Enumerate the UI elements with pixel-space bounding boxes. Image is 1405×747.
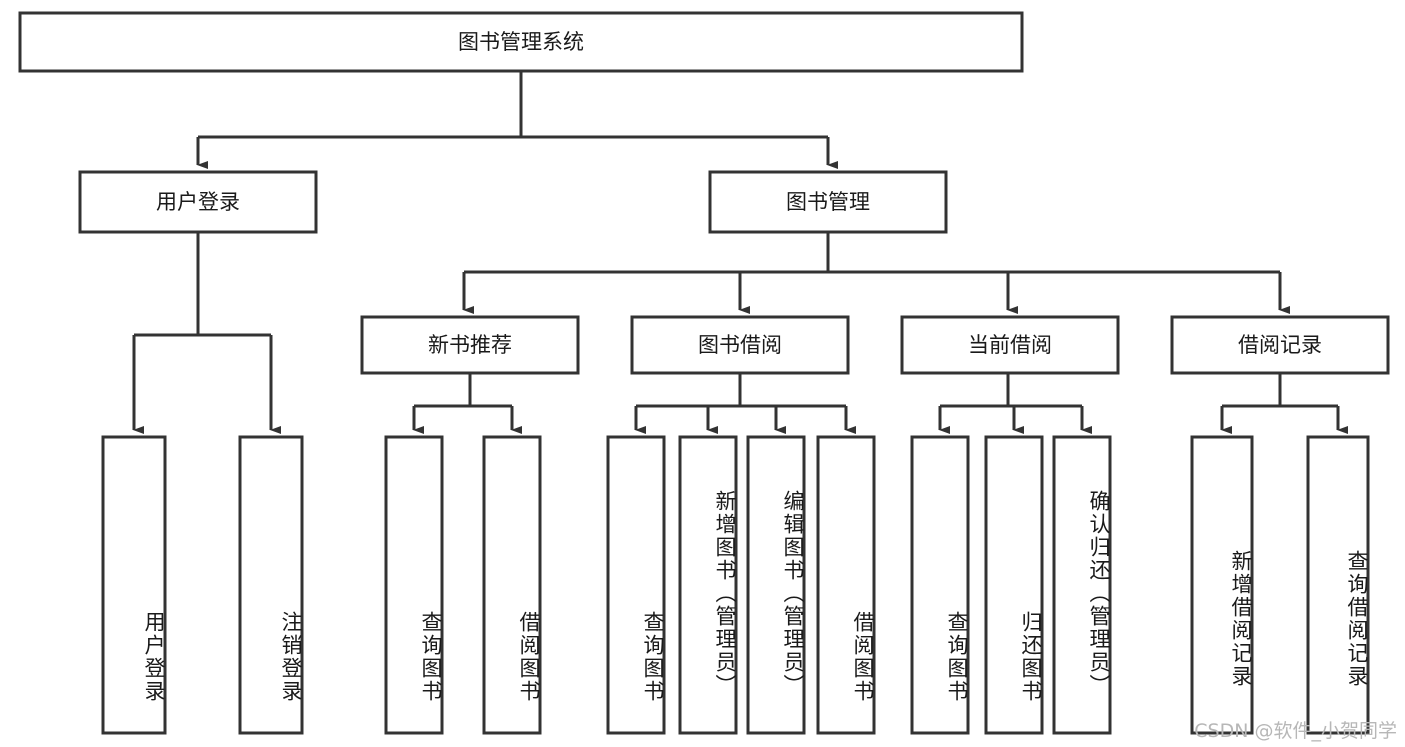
node-leaf-borrow-book-2-box[interactable]	[816, 435, 876, 735]
node-leaf-borrow-book-1-box[interactable]	[482, 435, 542, 735]
node-root-label: 图书管理系统	[458, 30, 584, 54]
node-user-login[interactable]: 用户登录	[78, 170, 318, 234]
node-book-borrow[interactable]: 图书借阅	[630, 315, 850, 375]
node-current-borrow-label: 当前借阅	[968, 333, 1052, 357]
node-root[interactable]: 图书管理系统	[18, 11, 1024, 73]
node-leaf-query-book-1-box[interactable]	[384, 435, 444, 735]
node-user-login-label: 用户登录	[156, 190, 240, 214]
node-borrow-record[interactable]: 借阅记录	[1170, 315, 1390, 375]
node-current-borrow-box[interactable]	[900, 315, 1120, 375]
leaf-box-group	[101, 435, 1370, 735]
node-book-manage-label: 图书管理	[786, 190, 870, 214]
node-leaf-add-record-box[interactable]	[1190, 435, 1254, 735]
node-book-manage-box[interactable]	[708, 170, 948, 234]
csdn-watermark: CSDN @软件_小贺同学	[1194, 720, 1397, 742]
node-book-borrow-label: 图书借阅	[698, 333, 782, 357]
connector-group	[132, 71, 1348, 434]
node-book-manage[interactable]: 图书管理	[708, 170, 948, 234]
node-leaf-user-login-box[interactable]	[101, 435, 167, 735]
node-leaf-query-book-2-box[interactable]	[606, 435, 666, 735]
node-leaf-edit-book-box[interactable]	[746, 435, 806, 735]
node-leaf-add-book-box[interactable]	[678, 435, 738, 735]
node-borrow-record-label: 借阅记录	[1238, 333, 1322, 357]
node-leaf-return-book-box[interactable]	[984, 435, 1044, 735]
node-book-borrow-box[interactable]	[630, 315, 850, 375]
node-borrow-record-box[interactable]	[1170, 315, 1390, 375]
node-leaf-logout-box[interactable]	[238, 435, 304, 735]
node-user-login-box[interactable]	[78, 170, 318, 234]
node-new-book-rec[interactable]: 新书推荐	[360, 315, 580, 375]
node-new-book-rec-box[interactable]	[360, 315, 580, 375]
node-leaf-confirm-return-box[interactable]	[1052, 435, 1112, 735]
node-leaf-query-record-box[interactable]	[1306, 435, 1370, 735]
node-new-book-rec-label: 新书推荐	[428, 333, 512, 357]
node-leaf-query-book-3-box[interactable]	[910, 435, 970, 735]
node-current-borrow[interactable]: 当前借阅	[900, 315, 1120, 375]
node-root-box[interactable]	[18, 11, 1024, 73]
